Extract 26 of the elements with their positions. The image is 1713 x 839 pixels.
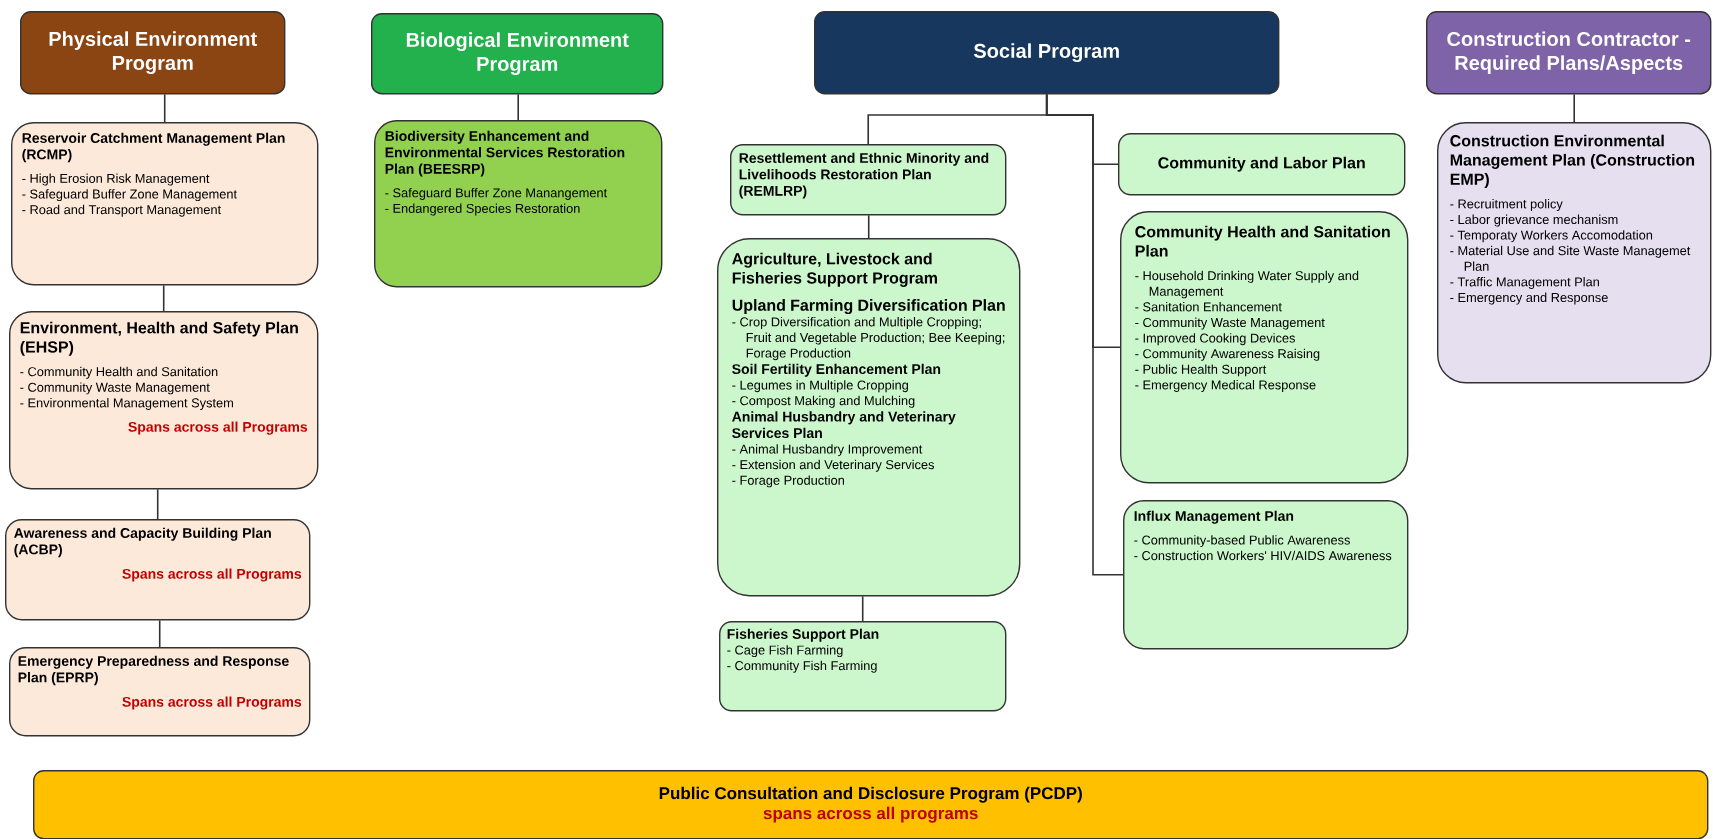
plan-box: Fisheries Support Plan - Cage Fish Farming - Community Fish Farming (719, 621, 1007, 712)
plan-box: Environment, Health and Safety Plan (EHSP) - Community Health and Sanitation - Community Waste Management - Environmental Management System Spans across all Programs (9, 311, 319, 490)
program-box: Social Program (814, 11, 1280, 95)
plan-box: Emergency Preparedness and Response Plan (EPRP) Spans across all Programs (9, 647, 311, 737)
plan-box: Biodiversity Enhancement and Environmental Services Restoration Plan (BEESRP) - Safeguard Buffer Zone Manangement - Endangered Species Restoration (374, 120, 663, 288)
plan-box: Community and Labor Plan (1118, 133, 1406, 196)
plan-box: Community Health and Sanitation Plan - Household Drinking Water Supply and Management - Sanitation Enhancement - Community Waste Management - Improved Cooking Devices - Community Awareness Raising - Public Health Support - Emergency Medical Response (1120, 211, 1409, 484)
plan-box: Resettlement and Ethnic Minority and Livelihoods Restoration Plan (REMLRP) (730, 144, 1007, 216)
banner-box: Public Consultation and Disclosure Program (PCDP) spans across all programs (33, 770, 1709, 839)
plan-box: Reservoir Catchment Management Plan (RCMP) - High Erosion Risk Management - Safeguard Buffer Zone Management - Road and Transport Management (11, 122, 319, 286)
connector-line (1045, 93, 1124, 576)
connector-line (1573, 93, 1575, 123)
plan-box: Agriculture, Livestock and Fisheries Support Program Upland Farming Diversification Plan - Crop Diversification and Multiple Cropping; Fruit and Vegetable Production; Bee Keeping; Forage Production Soil Fertility Enhancement Plan - Legumes in Multiple Cropping - Compost Making and Mulching Animal Husbandry and Veterinary Services Plan - Animal Husbandry Improvement - Extension and Veterinary Services - Forage Production (717, 238, 1021, 597)
program-box: Biological Environment Program (371, 13, 664, 95)
program-box: Construction Contractor - Required Plans/Aspects (1426, 11, 1712, 95)
connector-line (156, 488, 159, 520)
plan-box: Construction Environmental Management Plan (Construction EMP) - Recruitment policy - Labor grievance mechanism - Temporaty Workers Accomodation - Material Use and Site Waste Managemet Plan - Traffic Management Plan - Emergency and Response (1437, 122, 1712, 384)
connector-line (158, 619, 161, 648)
plan-box: Influx Management Plan - Community-based Public Awareness - Construction Workers' HIV/AIDS Awareness (1123, 500, 1409, 650)
connector-line (861, 595, 864, 622)
plan-box: Awareness and Capacity Building Plan (ACBP) Spans across all Programs (5, 519, 311, 621)
connector-line (867, 214, 870, 239)
connector-line (163, 93, 166, 123)
connector-line (517, 93, 519, 121)
connector-line (162, 284, 165, 312)
program-box: Physical Environment Program (20, 11, 286, 95)
